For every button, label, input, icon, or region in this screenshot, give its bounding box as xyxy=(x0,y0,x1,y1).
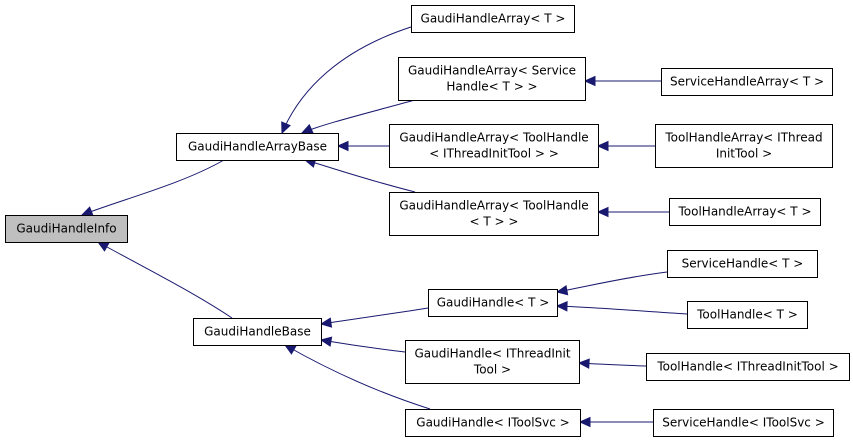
class-node-gaudihandlebase[interactable]: GaudiHandleBase xyxy=(193,318,322,346)
class-box[interactable] xyxy=(405,340,580,384)
arrowhead-icon xyxy=(319,336,333,347)
class-node-sh-t[interactable]: ServiceHandle< T > xyxy=(667,250,818,278)
class-node-gha-t[interactable]: GaudiHandleArray< T > xyxy=(411,5,575,33)
class-label-line: GaudiHandleInfo xyxy=(16,222,116,236)
arrowhead-icon xyxy=(583,75,596,87)
class-label-line: GaudiHandleArrayBase xyxy=(188,140,327,154)
arrowhead-icon xyxy=(283,344,297,355)
class-node-gaudihandleinfo[interactable]: GaudiHandleInfo xyxy=(5,215,128,243)
class-node-gh-t[interactable]: GaudiHandle< T > xyxy=(428,289,558,317)
class-box[interactable] xyxy=(176,133,339,161)
class-node-gha-sh[interactable]: GaudiHandleArray< ServiceHandle< T > > xyxy=(398,57,586,101)
class-label-line: GaudiHandleArray< T > xyxy=(421,12,566,26)
class-box[interactable] xyxy=(661,68,833,96)
class-box[interactable] xyxy=(687,301,808,329)
arrowhead-icon xyxy=(281,121,291,135)
class-label-line: GaudiHandleArray< ToolHandle xyxy=(399,131,588,145)
class-label-line: ToolHandle< T > xyxy=(696,308,798,322)
class-box[interactable] xyxy=(193,318,322,346)
class-node-sha-t[interactable]: ServiceHandleArray< T > xyxy=(661,68,833,96)
nodes-layer: GaudiHandleInfoGaudiHandleArrayBaseGaudi… xyxy=(5,5,850,437)
class-label-line: < T > > xyxy=(470,215,519,229)
arrowhead-icon xyxy=(577,358,590,369)
class-node-gha-th-t[interactable]: GaudiHandleArray< ToolHandle < T > > xyxy=(389,192,599,236)
class-box[interactable] xyxy=(653,409,834,437)
class-node-th-itit[interactable]: ToolHandle< IThreadInitTool > xyxy=(646,353,850,381)
class-label-line: ServiceHandle< IToolSvc > xyxy=(662,416,825,430)
class-label-line: ToolHandle< IThreadInitTool > xyxy=(656,360,838,374)
inheritance-edge-th-t-to-gh-t xyxy=(556,305,688,315)
arrowhead-icon xyxy=(319,317,333,328)
inheritance-edge-gh-its-to-gaudihandlebase xyxy=(284,344,431,410)
arrowhead-icon xyxy=(336,140,349,152)
class-node-tha-itit[interactable]: ToolHandleArray< IThreadInitTool > xyxy=(655,124,833,168)
arrowhead-icon xyxy=(300,123,314,134)
class-node-gh-itit[interactable]: GaudiHandle< IThreadInitTool > xyxy=(405,340,580,384)
class-label-line: GaudiHandleBase xyxy=(204,325,311,339)
class-label-line: GaudiHandleArray< Service xyxy=(408,64,576,78)
class-label-line: ToolHandleArray< IThread xyxy=(664,131,822,145)
arrowhead-icon xyxy=(96,241,110,252)
class-box[interactable] xyxy=(428,289,558,317)
class-box[interactable] xyxy=(411,5,575,33)
class-node-tha-t[interactable]: ToolHandleArray< T > xyxy=(669,198,821,226)
class-label-line: GaudiHandleArray< ToolHandle xyxy=(399,199,588,213)
class-box[interactable] xyxy=(655,124,833,168)
class-label-line: Handle< T > > xyxy=(446,80,537,94)
class-box[interactable] xyxy=(667,250,818,278)
class-box[interactable] xyxy=(389,192,599,236)
class-box[interactable] xyxy=(669,198,821,226)
class-node-gh-its[interactable]: GaudiHandle< IToolSvc > xyxy=(405,409,581,437)
inheritance-edge-gaudihandlebase-to-gaudihandleinfo xyxy=(97,241,233,319)
class-label-line: ServiceHandle< T > xyxy=(682,257,804,271)
class-box[interactable] xyxy=(389,124,599,168)
class-label-line: ServiceHandleArray< T > xyxy=(670,75,824,89)
class-node-th-t[interactable]: ToolHandle< T > xyxy=(687,301,808,329)
inheritance-edge-gh-t-to-gaudihandlebase xyxy=(320,307,429,325)
inheritance-edge-gh-itit-to-gaudihandlebase xyxy=(320,339,406,353)
class-label-line: GaudiHandle< T > xyxy=(437,296,550,310)
inheritance-edge-gaudihandlearraybase-to-gaudihandleinfo xyxy=(81,159,225,216)
class-label-line: < IThreadInitTool > > xyxy=(429,147,559,161)
class-label-line: GaudiHandle< IToolSvc > xyxy=(416,416,569,430)
class-node-sh-its[interactable]: ServiceHandle< IToolSvc > xyxy=(653,409,834,437)
arrowhead-icon xyxy=(596,206,609,218)
arrowhead-icon xyxy=(555,284,569,296)
class-label-line: Tool > xyxy=(473,363,511,377)
class-node-gaudihandlearraybase[interactable]: GaudiHandleArrayBase xyxy=(176,133,339,161)
class-box[interactable] xyxy=(5,215,128,243)
class-box[interactable] xyxy=(646,353,850,381)
arrowhead-icon xyxy=(80,206,94,217)
arrowhead-icon xyxy=(578,416,591,428)
class-label-line: ToolHandleArray< T > xyxy=(677,205,811,219)
class-label-line: GaudiHandle< IThreadInit xyxy=(414,347,570,361)
class-box[interactable] xyxy=(398,57,586,101)
class-label-line: InitTool > xyxy=(716,147,772,161)
class-node-gha-th-itit[interactable]: GaudiHandleArray< ToolHandle < IThreadIni… xyxy=(389,124,599,168)
arrowhead-icon xyxy=(596,140,609,152)
inheritance-edge-gha-t-to-gaudihandlearraybase xyxy=(281,26,412,134)
inheritance-edge-sh-t-to-gh-t xyxy=(556,271,668,293)
class-box[interactable] xyxy=(405,409,581,437)
arrowhead-icon xyxy=(555,301,568,312)
